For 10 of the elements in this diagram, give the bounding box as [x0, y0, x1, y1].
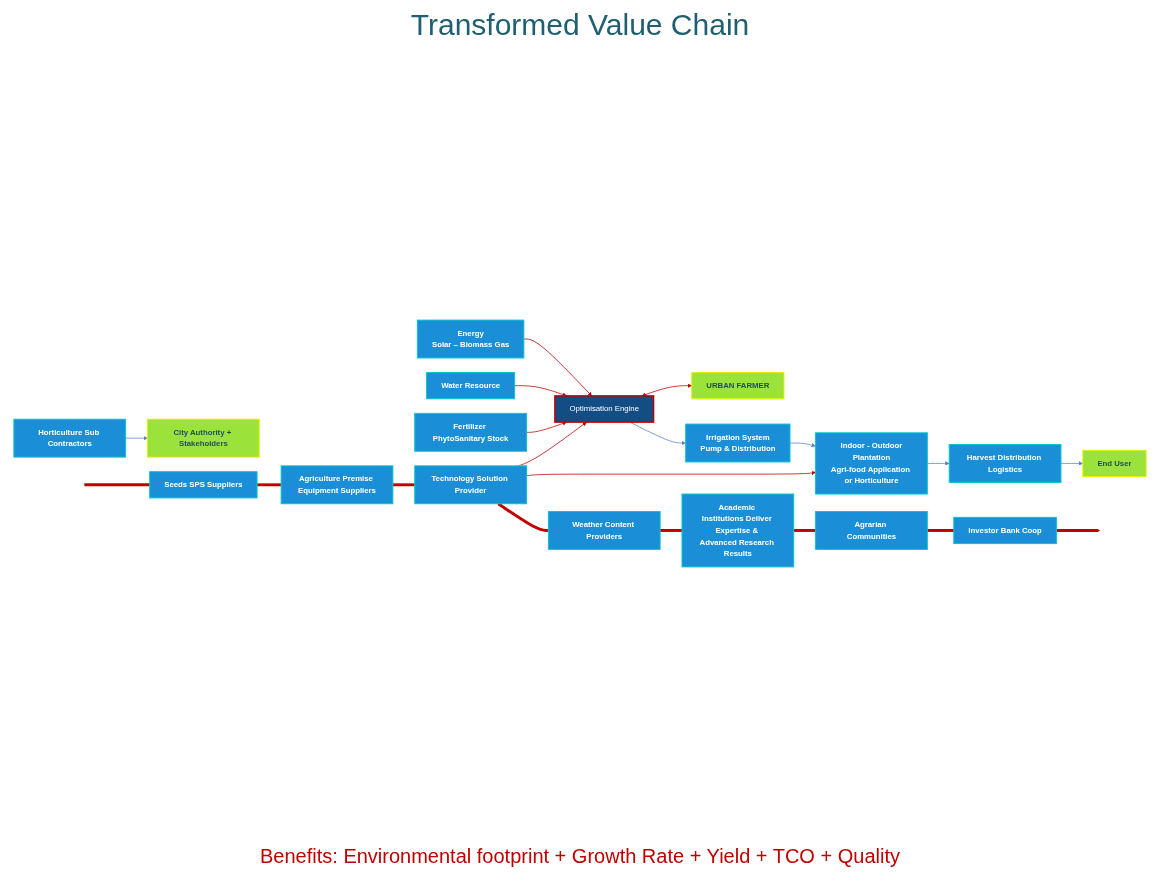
connector	[257, 483, 282, 487]
diagram-title: Transformed Value Chain	[410, 8, 750, 42]
connector	[392, 483, 415, 487]
benefits-note: Benefits: Environmental footprint + Growth Rate + Yield + TCO + Quality	[260, 845, 900, 868]
connector	[793, 529, 816, 532]
connector	[84, 483, 150, 487]
arrow	[1056, 528, 1101, 533]
connector	[927, 529, 954, 532]
connector	[497, 502, 549, 532]
connector	[660, 529, 682, 532]
